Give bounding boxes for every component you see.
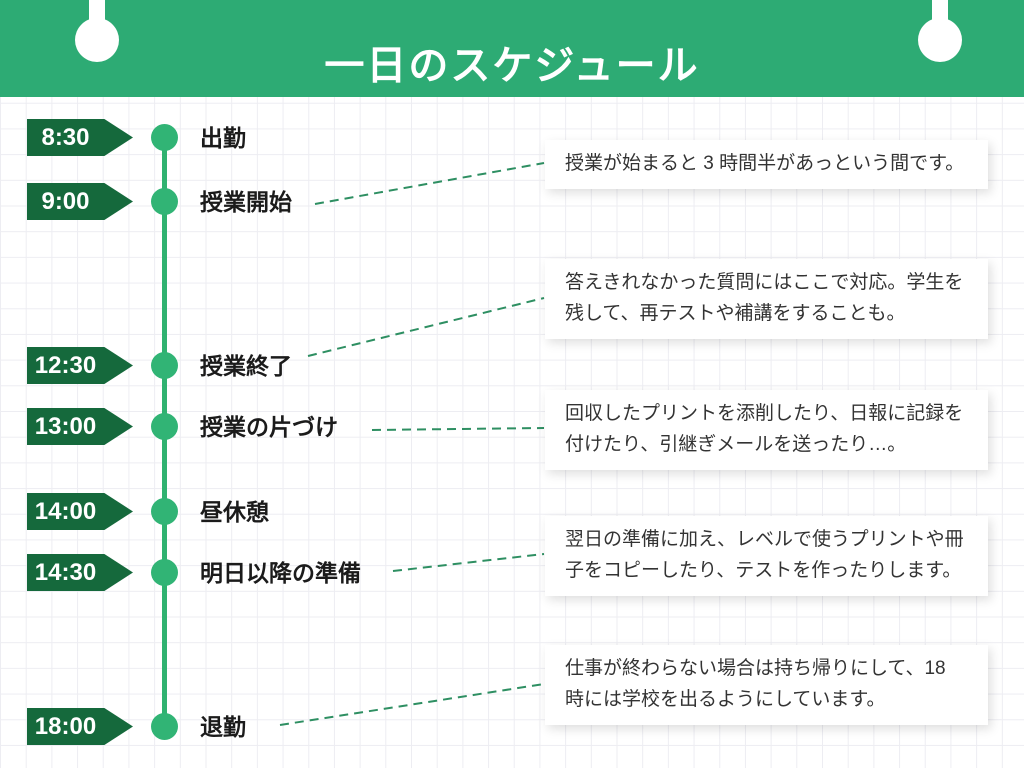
note-box: 仕事が終わらない場合は持ち帰りにして、18 時には学校を出るようにしています。: [545, 645, 988, 725]
timeline-node-icon: [151, 559, 178, 586]
time-text: 12:30: [34, 351, 97, 379]
time-badge: 12:30: [27, 347, 133, 384]
timeline-row: 14:30 明日以降の準備: [0, 554, 1024, 592]
time-badge: 8:30: [27, 119, 133, 156]
pin-circle: [918, 18, 962, 62]
note-box: 翌日の準備に加え、レベルで使うプリントや冊子をコピーしたり、テストを作ったりしま…: [545, 516, 988, 596]
timeline-row: 13:00 授業の片づけ: [0, 408, 1024, 446]
timeline-node-icon: [151, 413, 178, 440]
timeline-row: 12:30 授業終了: [0, 347, 1024, 385]
time-badge: 14:00: [27, 493, 133, 530]
event-label: 退勤: [200, 714, 246, 740]
timeline-node-icon: [151, 124, 178, 151]
time-badge: 18:00: [27, 708, 133, 745]
time-text: 9:00: [41, 187, 90, 215]
time-badge: 9:00: [27, 183, 133, 220]
time-text: 18:00: [34, 712, 97, 740]
event-label: 授業の片づけ: [200, 414, 338, 440]
time-text: 13:00: [34, 412, 97, 440]
timeline-node-icon: [151, 188, 178, 215]
event-label: 授業終了: [200, 353, 292, 379]
timeline-node-icon: [151, 352, 178, 379]
timeline-row: 18:00 退勤: [0, 708, 1024, 746]
timeline-row: 9:00 授業開始: [0, 183, 1024, 221]
timeline-row: 8:30 出勤: [0, 119, 1024, 157]
page-title: 一日のスケジュール: [324, 44, 700, 88]
time-badge: 13:00: [27, 408, 133, 445]
time-text: 14:00: [34, 497, 97, 525]
event-label: 授業開始: [200, 189, 292, 215]
timeline-row: 14:00 昼休憩: [0, 493, 1024, 531]
note-box: 答えきれなかった質問にはここで対応。学生を残して、再テストや補講をすることも。: [545, 259, 988, 339]
event-label: 昼休憩: [200, 499, 269, 525]
event-label: 出勤: [200, 125, 246, 151]
time-text: 8:30: [41, 123, 90, 151]
note-box: 回収したプリントを添削したり、日報に記録を付けたり、引継ぎメールを送ったり…。: [545, 390, 988, 470]
header-banner: 一日のスケジュール: [0, 0, 1024, 97]
time-text: 14:30: [34, 558, 97, 586]
event-label: 明日以降の準備: [200, 560, 361, 586]
pin-circle: [75, 18, 119, 62]
time-badge: 14:30: [27, 554, 133, 591]
timeline-node-icon: [151, 713, 178, 740]
note-box: 授業が始まると 3 時間半があっという間です。: [545, 140, 988, 189]
timeline-node-icon: [151, 498, 178, 525]
